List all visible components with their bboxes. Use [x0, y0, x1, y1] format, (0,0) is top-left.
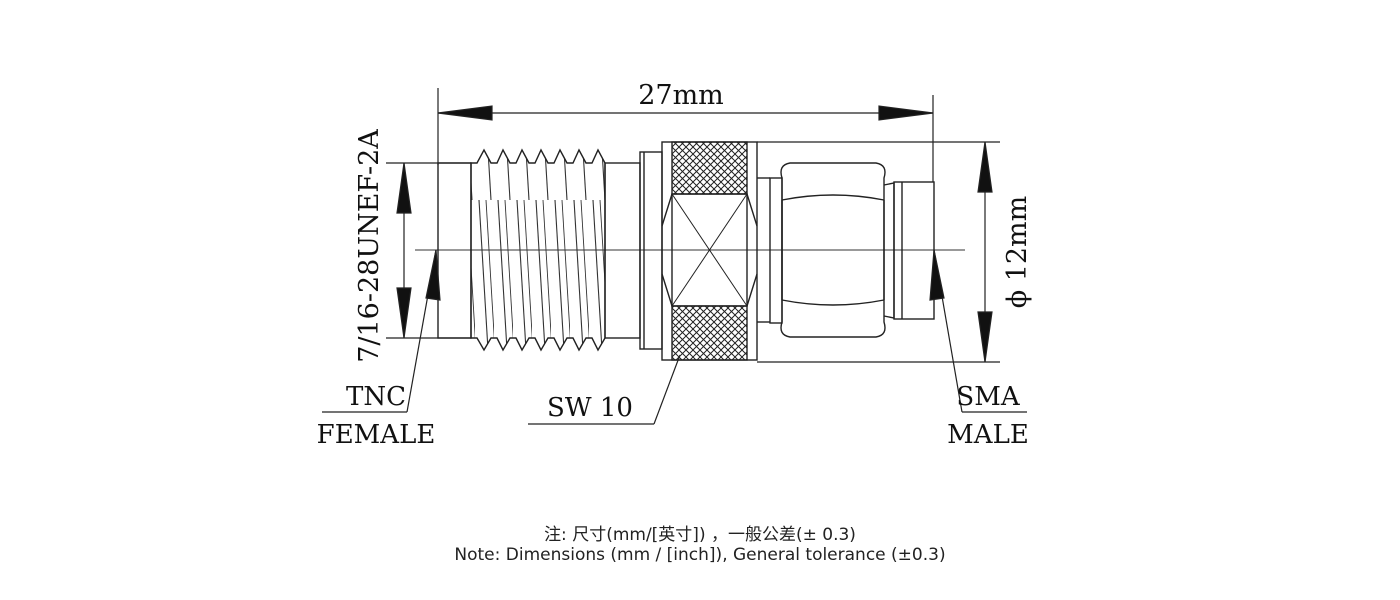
diameter-dimension-label: ϕ 12mm — [1002, 196, 1033, 309]
sma-type-label: SMA — [956, 382, 1020, 412]
tnc-gender-label: FEMALE — [317, 420, 436, 450]
sma-gender-label: MALE — [947, 420, 1029, 450]
note-chinese: 注: 尺寸(mm/[英寸]) ，一般公差(± 0.3) — [544, 525, 856, 545]
length-dimension — [437, 88, 934, 182]
sma-male-coupling-nut — [769, 162, 935, 338]
note-english: Note: Dimensions (mm / [inch]), General … — [454, 545, 946, 565]
sma-leader — [929, 249, 1027, 413]
length-dimension-label: 27mm — [638, 80, 724, 111]
sw10-leader — [528, 354, 681, 425]
tnc-leader — [322, 249, 441, 413]
wrench-size-label: SW 10 — [547, 393, 633, 423]
diameter-dimension — [757, 141, 1000, 363]
tnc-type-label: TNC — [346, 382, 406, 412]
thread-dimension — [386, 162, 471, 339]
hex-nut-sw10 — [661, 141, 770, 361]
thread-spec-label: 7/16-28UNEF-2A — [354, 129, 385, 363]
tnc-female-body — [437, 148, 663, 352]
